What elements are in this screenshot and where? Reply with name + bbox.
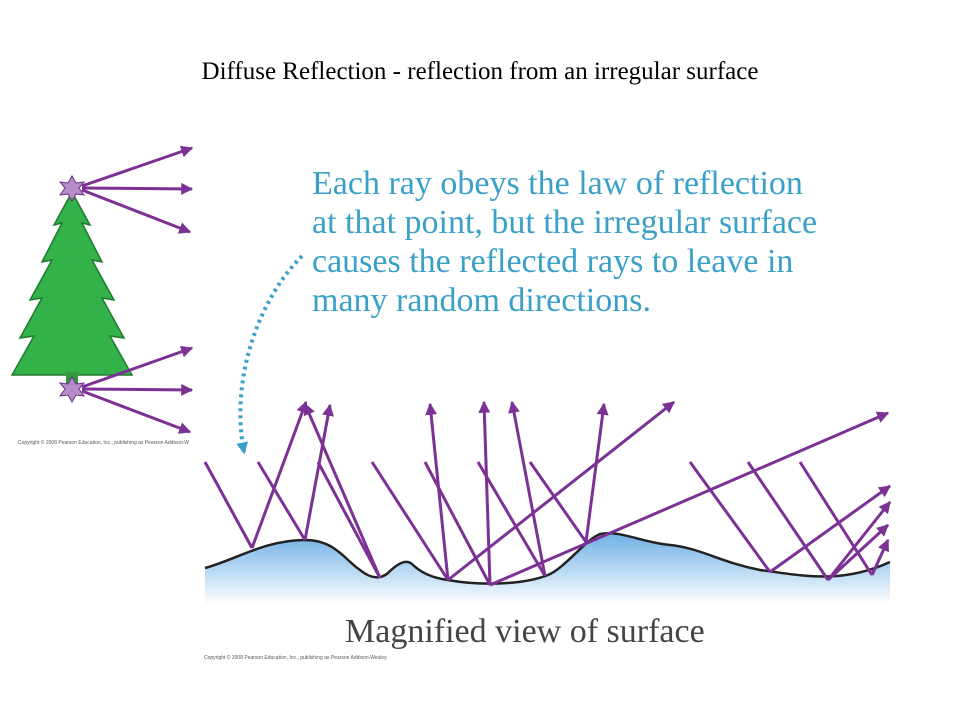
reflected-ray [508,400,547,577]
reflected-ray [303,402,382,579]
surface-caption: Magnified view of surface [345,613,705,650]
tree-ray [81,145,194,188]
reflected-ray [478,400,492,586]
tree-ray [81,188,192,234]
reflected-ray [769,484,891,574]
incident-ray [476,461,547,577]
reflected-ray [584,402,609,543]
incident-ray [528,461,588,543]
reflected-ray [489,411,890,587]
copyright-bottom: Copyright © 2008 Pearson Education, Inc.… [204,654,388,661]
incident-ray [256,461,307,541]
annotation-line: many random directions. [312,282,651,319]
page-title: Diffuse Reflection - reflection from an … [201,58,759,85]
reflected-ray [826,501,892,581]
reflected-ray [826,523,890,582]
tree-illustration: Copyright © 2008 Pearson Education, Inc.… [10,145,194,446]
annotation-line: Each ray obeys the law of reflection [312,165,803,202]
reflected-ray [870,538,890,576]
tree-foliage [10,190,134,376]
reflected-ray [447,400,675,582]
tree-ray [81,383,194,396]
incident-ray [370,461,450,581]
surface-outline [204,531,891,585]
copyright-left: Copyright © 2008 Pearson Education, Inc.… [18,439,189,446]
tree-ray [81,345,194,389]
reflected-ray [303,403,334,541]
tree-ray [81,182,194,195]
annotation-block: Each ray obeys the law of reflection at … [236,165,817,455]
annotation-line: causes the reflected rays to leave in [312,243,793,280]
annotation-line: at that point, but the irregular surface [312,204,817,241]
incident-ray [798,461,874,576]
reflected-ray [250,400,308,549]
incident-ray [688,461,772,573]
incident-ray [316,461,382,579]
star-icon [58,174,86,203]
dotted-pointer-arrow [236,254,304,455]
magnified-surface: Magnified view of surface Copyright © 20… [203,400,892,661]
incident-ray [423,461,492,586]
incident-ray [203,461,254,549]
star-icon [58,375,86,404]
tree-ray [81,389,192,434]
surface-body [205,533,890,605]
reflected-ray [425,402,450,581]
incident-ray [746,461,830,581]
